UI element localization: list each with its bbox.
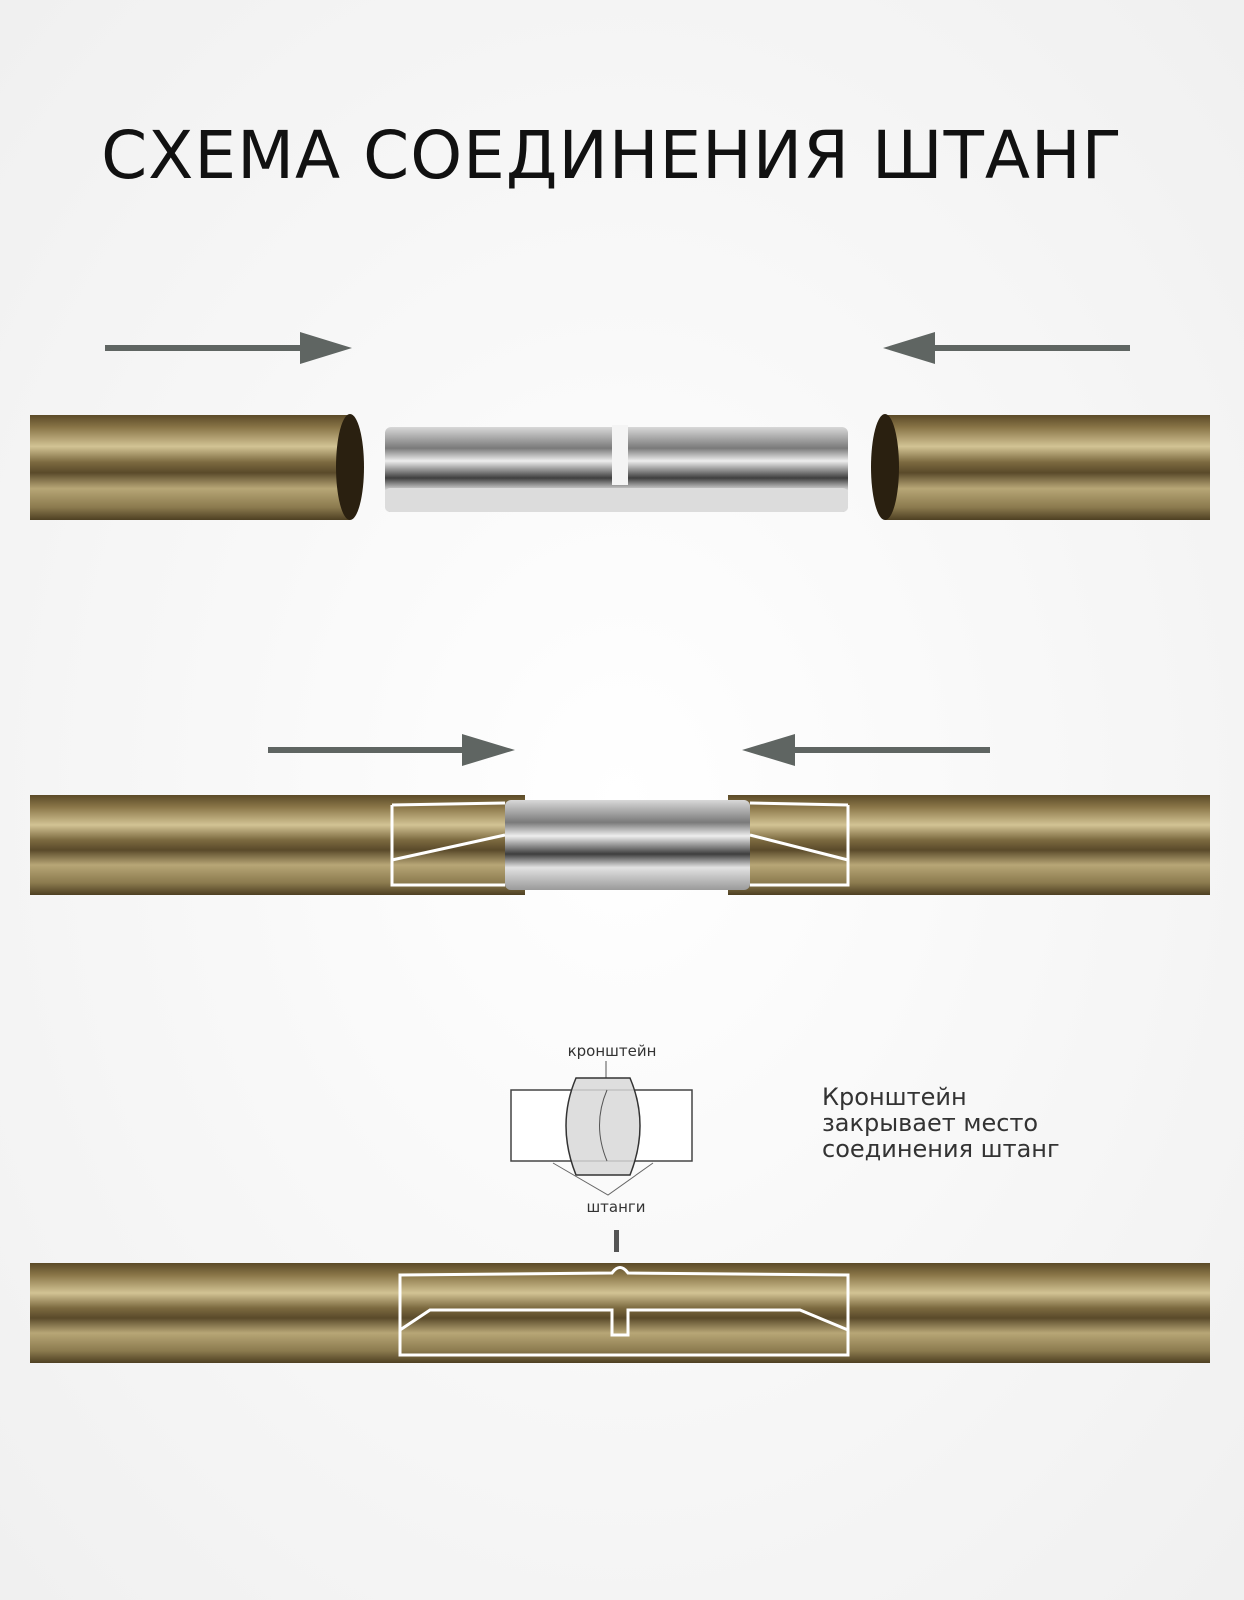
connector-outline: [390, 801, 850, 887]
arrow-left-icon: [883, 332, 1130, 364]
bracket-scheme: кронштейн штанги Кронштейн закрывает мес…: [510, 1042, 1060, 1252]
step-3: [30, 1263, 1210, 1363]
step-1: [30, 332, 1210, 520]
arrow-right-icon: [268, 734, 515, 766]
diagram-title: СХЕМА СОЕДИНЕНИЯ ШТАНГ: [101, 117, 1123, 194]
hidden-connector-outline: [398, 1266, 850, 1357]
note-line-3: соединения штанг: [822, 1135, 1060, 1163]
note-line-2: закрывает место: [822, 1109, 1038, 1137]
arrow-left-icon: [742, 734, 990, 766]
step-2: [30, 734, 1210, 895]
joined-rod: [30, 1263, 1210, 1363]
bracket-shape: [565, 1077, 641, 1176]
arrow-right-icon: [105, 332, 352, 364]
right-rod: [728, 795, 1210, 895]
left-rod: [30, 795, 525, 895]
connector: [505, 800, 750, 890]
left-rod: [30, 414, 364, 520]
connector: [385, 425, 848, 512]
bracket-label: кронштейн: [568, 1042, 657, 1060]
right-rod: [871, 414, 1210, 520]
rods-label: штанги: [586, 1198, 645, 1216]
note-line-1: Кронштейн: [822, 1083, 967, 1111]
